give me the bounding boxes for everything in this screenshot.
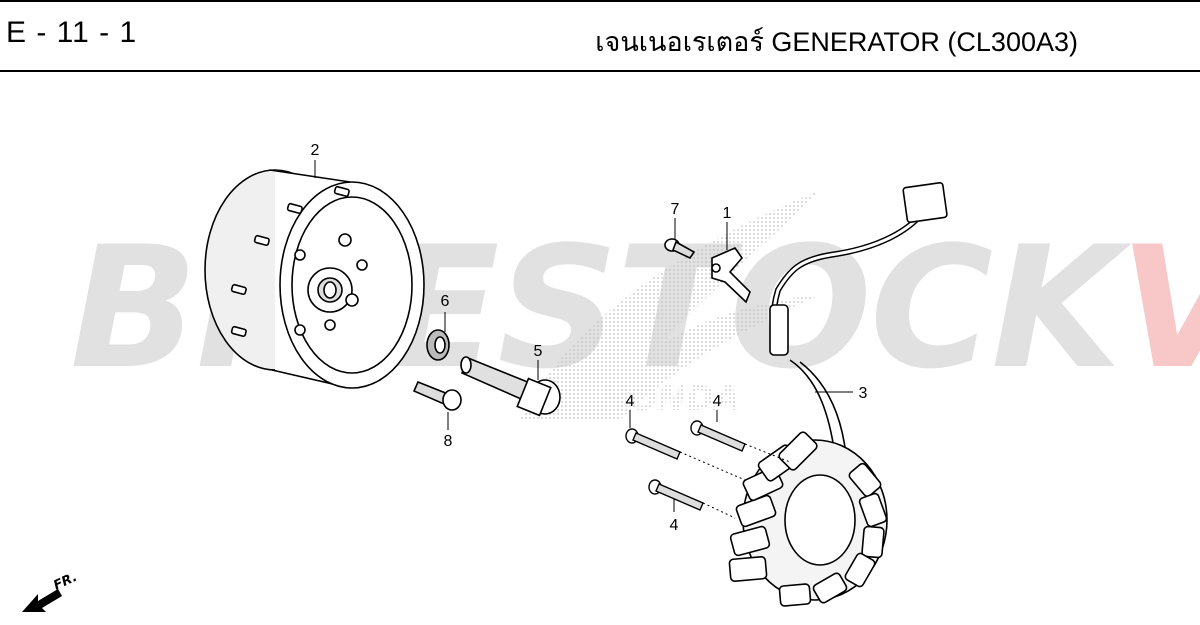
callout-7: 7 — [671, 201, 680, 218]
washer-part — [426, 329, 450, 361]
page-header: E - 11 - 1 เจนเนอเรเตอร์ GENERATOR (CL30… — [0, 0, 1200, 72]
watermark-text-suffix: VN — [1119, 210, 1200, 406]
flange-bolt-part — [460, 356, 561, 417]
page-code: E - 11 - 1 — [6, 16, 138, 49]
callout-5: 5 — [534, 343, 543, 360]
small-bolt-part — [412, 380, 462, 411]
cable-bracket-part — [711, 247, 751, 304]
callouts: 1 2 3 4 4 4 5 6 7 8 — [311, 142, 868, 534]
callout-1: 1 — [723, 205, 732, 222]
callout-8: 8 — [444, 433, 453, 450]
front-direction-label: FR. — [51, 570, 79, 594]
page-title: เจนเนอเรเตอร์ GENERATOR (CL300A3) — [595, 27, 1078, 57]
callout-3: 3 — [859, 385, 868, 402]
leader-lines — [314, 160, 853, 519]
flywheel-part — [204, 169, 425, 389]
front-direction-arrow-icon — [22, 589, 62, 612]
stator-part — [728, 181, 948, 607]
bracket-bolt-part — [664, 238, 696, 260]
callout-4a: 4 — [626, 393, 635, 410]
callout-4b: 4 — [713, 393, 722, 410]
callout-4c: 4 — [670, 517, 679, 534]
callout-2: 2 — [311, 142, 320, 159]
callout-6: 6 — [441, 293, 450, 310]
stator-bolt-part — [625, 420, 746, 511]
front-direction-indicator: FR. — [22, 570, 80, 612]
